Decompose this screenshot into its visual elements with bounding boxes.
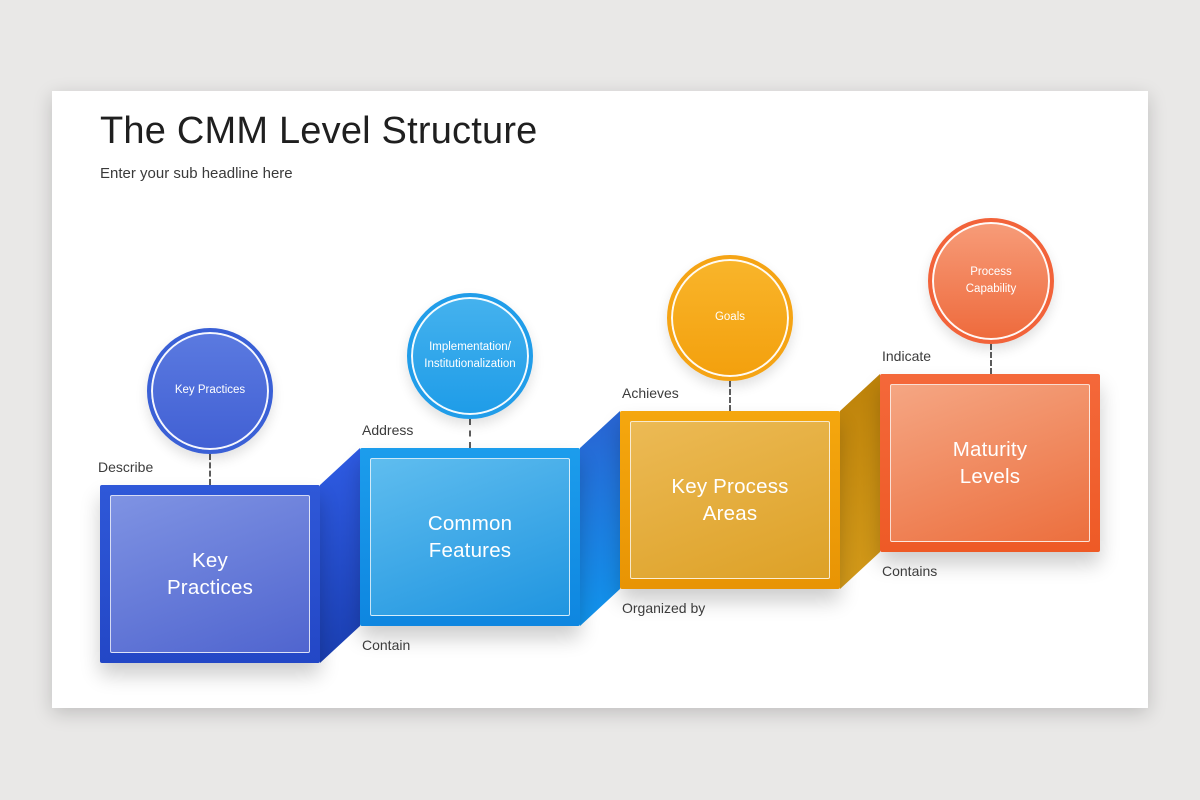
circle-label: Key Practices bbox=[174, 384, 246, 397]
slide-subtitle: Enter your sub headline here bbox=[100, 165, 293, 182]
step-box: Key Process Areas bbox=[620, 411, 840, 589]
box-label: Key Practices bbox=[166, 548, 254, 599]
relation-label-top: Describe bbox=[98, 459, 154, 475]
step-box-panel: Key Practices bbox=[110, 495, 310, 653]
step-circle: Process Capability bbox=[928, 218, 1054, 344]
step-box: Key Practices bbox=[100, 485, 320, 663]
slide-canvas: The CMM Level Structure Enter your sub h… bbox=[52, 91, 1148, 708]
step-box-panel: Key Process Areas bbox=[630, 421, 830, 579]
step-circle: Goals bbox=[667, 255, 793, 381]
box-label: Maturity Levels bbox=[952, 437, 1028, 488]
box-label: Common Features bbox=[427, 511, 513, 562]
circle-label: Implementation/ Institutionalization bbox=[424, 340, 516, 370]
relation-label-top: Indicate bbox=[882, 348, 932, 364]
step-box-panel: Maturity Levels bbox=[890, 384, 1090, 542]
step-box: Common Features bbox=[360, 448, 580, 626]
step-box: Maturity Levels bbox=[880, 374, 1100, 552]
cmm-staircase-diagram: Key Practices Describe Key Practices Imp… bbox=[52, 91, 1148, 708]
step-circle: Implementation/ Institutionalization bbox=[407, 293, 533, 419]
dashed-connector-line bbox=[469, 419, 471, 448]
relation-label-top: Address bbox=[362, 422, 414, 438]
relation-label-bottom: Contain bbox=[362, 637, 411, 653]
dashed-connector-line bbox=[990, 344, 992, 374]
dashed-connector-line bbox=[209, 454, 211, 485]
relation-label-top: Achieves bbox=[622, 385, 679, 401]
slide-title: The CMM Level Structure bbox=[100, 110, 538, 152]
step-3d-wall bbox=[320, 448, 360, 663]
step-box-panel: Common Features bbox=[370, 458, 570, 616]
step-3d-wall bbox=[840, 374, 880, 589]
step-circle: Key Practices bbox=[147, 328, 273, 454]
circle-label: Goals bbox=[714, 311, 746, 324]
relation-label-bottom: Organized by bbox=[622, 600, 706, 616]
step-3d-wall bbox=[580, 411, 620, 626]
circle-label: Process Capability bbox=[965, 265, 1017, 295]
box-label: Key Process Areas bbox=[671, 474, 789, 525]
relation-label-bottom: Contains bbox=[882, 563, 938, 579]
dashed-connector-line bbox=[729, 381, 731, 411]
